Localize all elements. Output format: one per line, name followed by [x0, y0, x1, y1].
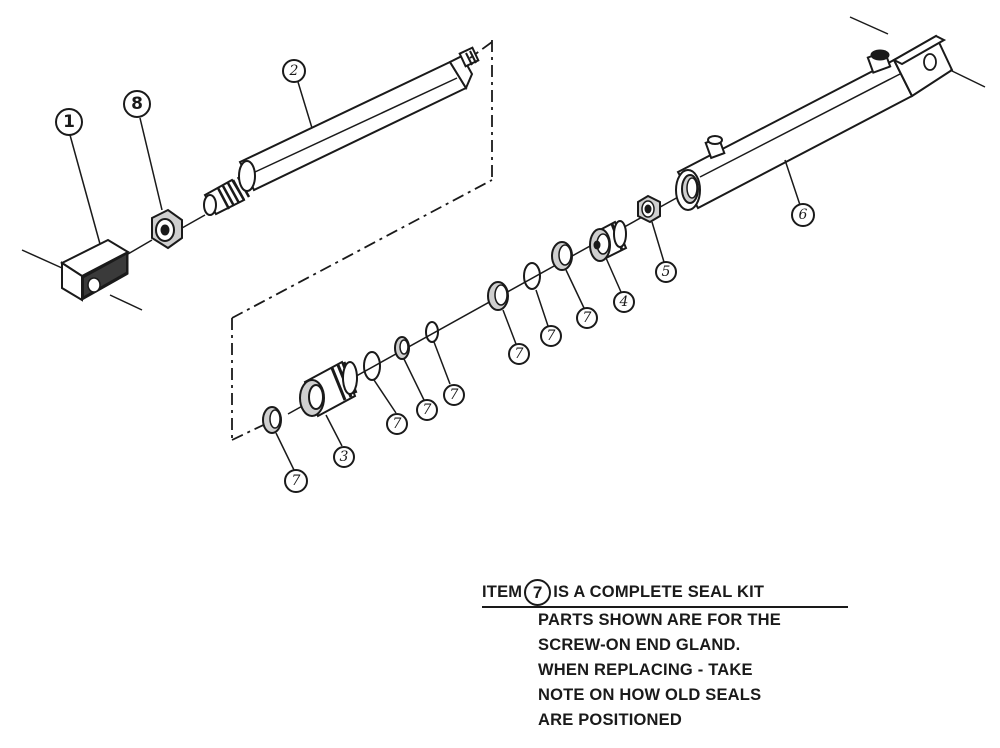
callout-8: 8: [123, 90, 151, 118]
rod-centerline: [181, 214, 206, 229]
svg-text:7: 7: [583, 310, 592, 326]
leader-1: [69, 134, 101, 245]
envelope-top: [469, 41, 493, 59]
seal-kit-note: ITEM 7 IS A COMPLETE SEAL KIT PARTS SHOW…: [482, 578, 848, 733]
part-7-o-ring-b: [363, 351, 381, 381]
callout-7-a: 7: [284, 469, 308, 493]
svg-text:4: 4: [619, 294, 629, 310]
note-line-3: SCREW-ON END GLAND.: [538, 636, 741, 654]
svg-text:5: 5: [662, 264, 671, 280]
note-heading-rest: IS A COMPLETE SEAL KIT: [553, 582, 765, 601]
leader-6: [784, 159, 801, 206]
callout-7-e: 7: [508, 343, 530, 365]
part-7-seal-ring-a: [262, 406, 282, 434]
note-line-4: WHEN REPLACING - TAKE: [538, 661, 753, 679]
part-5-nut: [637, 194, 661, 224]
leader-7-f: [535, 289, 549, 327]
envelope-diagonal: [231, 179, 493, 319]
part-7-o-ring-d: [425, 321, 439, 343]
svg-text:7: 7: [292, 473, 301, 489]
centerline-right-inner: [949, 69, 986, 88]
callout-7-d: 7: [443, 384, 465, 406]
svg-text:7: 7: [423, 402, 432, 418]
part-7-o-ring-f: [523, 262, 541, 290]
callout-7-c: 7: [416, 399, 438, 421]
callout-7-b: 7: [386, 413, 408, 435]
callout-7-g: 7: [576, 307, 598, 329]
callout-3: 3: [333, 446, 355, 468]
leader-7-g: [565, 269, 585, 309]
part-4-piston: [589, 220, 628, 262]
callout-2: 2: [282, 59, 306, 83]
centerline-left-inner: [109, 294, 143, 311]
note-body: PARTS SHOWN ARE FOR THE SCREW-ON END GLA…: [482, 608, 848, 733]
part-2-piston-rod: [203, 46, 480, 216]
callout-1: 1: [55, 108, 83, 136]
leader-7-b: [373, 379, 397, 414]
centerline-right-outer: [849, 16, 889, 35]
callout-7-f: 7: [540, 325, 562, 347]
svg-text:7: 7: [450, 387, 459, 403]
part-8-jam-nut: [127, 208, 183, 255]
svg-text:3: 3: [340, 449, 349, 465]
leader-7-d: [433, 341, 451, 385]
note-line-6: ARE POSITIONED: [538, 711, 682, 729]
leader-4: [605, 257, 622, 293]
note-item-number-badge: 7: [524, 578, 552, 606]
leader-7-c: [403, 358, 425, 401]
svg-text:1: 1: [63, 112, 75, 132]
svg-text:7: 7: [393, 416, 402, 432]
svg-text:6: 6: [799, 207, 808, 223]
centerline-left-outer: [21, 249, 63, 269]
note-line-2: PARTS SHOWN ARE FOR THE: [538, 611, 781, 629]
leader-7-a: [275, 432, 295, 471]
note-heading: ITEM 7 IS A COMPLETE SEAL KIT: [482, 578, 848, 608]
svg-text:2: 2: [289, 63, 299, 79]
svg-text:7: 7: [547, 328, 556, 344]
part-1-clevis-block: [59, 238, 131, 302]
note-item-word: ITEM: [482, 582, 523, 601]
callout-4: 4: [613, 291, 635, 313]
part-3-end-gland: [299, 360, 358, 418]
leader-8: [139, 117, 163, 211]
note-line-5: NOTE ON HOW OLD SEALS: [538, 686, 762, 704]
callout-6: 6: [791, 203, 815, 227]
svg-text:8: 8: [131, 94, 143, 114]
part-6-cylinder-barrel: [675, 34, 954, 211]
leader-2: [297, 81, 313, 129]
callout-5: 5: [655, 261, 677, 283]
leader-3: [325, 414, 343, 447]
svg-text:7: 7: [515, 346, 524, 362]
leader-7-e: [502, 309, 517, 345]
leader-5: [651, 221, 665, 263]
